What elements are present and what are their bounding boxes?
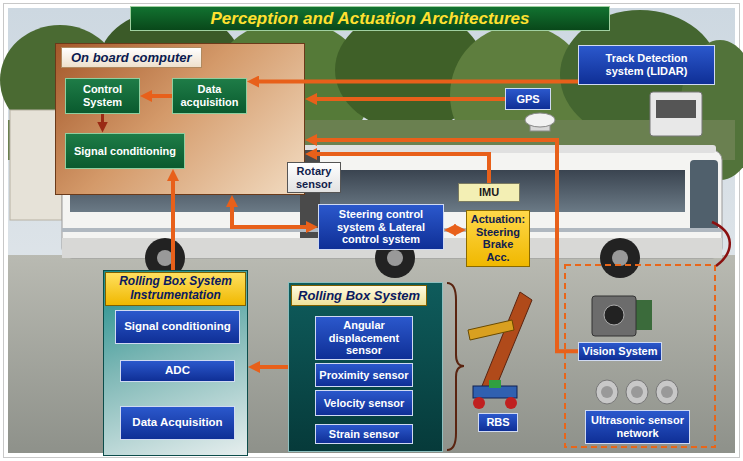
ultrasonic-sensor [626,380,648,404]
title-banner: Perception and Actuation Architectures [130,6,610,31]
box-label: Actuation: Steering Brake Acc. [470,213,526,264]
connector-arrow [171,175,175,270]
connector-arrow [450,228,460,232]
box-label: Track Detection system (LIDAR) [590,52,703,77]
rbs-label-box: RBS [478,413,518,432]
rbs-link [468,320,514,340]
box-label: Signal conditioning [74,145,176,158]
diagram-title: Perception and Actuation Architectures [211,9,530,29]
sensor-face [601,386,613,398]
connector-arrow [311,97,505,101]
connector-arrow [311,154,489,183]
conditioning-box: Signal conditioning [115,310,240,344]
box-label: Signal conditioning [124,320,231,333]
box-label: Proximity sensor [319,369,408,382]
panel-heading: Rolling Box System [291,285,427,306]
adc-box: ADC [120,360,235,382]
lidar-window [656,100,696,118]
sensor-box: Angular displacement sensor [315,316,413,360]
control-box: Control System [65,78,140,114]
box-label: Strain sensor [329,428,399,441]
rbs-wheel [473,397,485,409]
box-label: Angular displacement sensor [319,319,409,357]
gps-box: GPS [505,88,551,110]
box-label: ADC [165,364,190,377]
antenna-dome [525,113,555,127]
sensor-box: Strain sensor [315,424,413,444]
camera-body [592,296,636,336]
box-label: Data Acquisition [132,416,222,429]
lidar-box: Track Detection system (LIDAR) [578,45,715,85]
connector-arrow [232,201,312,227]
box-label: Velocity sensor [324,397,405,410]
grouping-brace [447,283,464,450]
box-label: Control System [69,83,136,108]
instrumentation-panel: Rolling Box System InstrumentationSignal… [103,270,248,456]
camera [592,296,652,336]
dashed-group-outline [565,265,715,447]
conditioning-box: Signal conditioning [65,133,185,169]
rbs-wheel [505,397,517,409]
rolling-box-drawing [468,292,532,409]
lidar-housing [650,92,702,136]
sensor-network-box: Ultrasonic sensor network [585,410,690,444]
ultrasonic-sensors [596,380,678,404]
ultrasonic-sensor [596,380,618,404]
bus-wheel [600,238,640,278]
ultrasonic-sensor [656,380,678,404]
computer-panel: On board computerControl System Data acqu… [55,43,305,195]
wheel-hub [612,250,628,266]
control-system-box: Steering control system & Lateral contro… [318,204,444,250]
actuation-box: Actuation: Steering Brake Acc. [466,210,530,267]
connector-arrow [146,94,172,98]
panel-heading: On board computer [61,47,202,68]
box-label: Rotary sensor [291,165,337,190]
connector-arrow [311,140,578,351]
sensor-box: Velocity sensor [315,390,413,416]
camera-lens [604,305,624,325]
box-label: Vision System [583,345,658,358]
wheel-hub [157,250,173,266]
box-label: GPS [516,93,539,106]
imu-box: IMU [458,183,520,202]
lidar-device [650,92,702,136]
pointer-curve [712,222,730,266]
sensor-face [661,386,673,398]
box-label: RBS [486,416,509,429]
rbs-arm [482,292,532,392]
connector-arrow [101,114,104,127]
rbs-block [489,380,501,388]
wheel-hub [387,250,403,266]
box-label: Steering control system & Lateral contro… [322,208,440,246]
acquisition-box: Data acquisition [172,78,247,114]
picture-frame [4,4,740,458]
connector-arrow [254,365,288,369]
vision-box: Vision System [578,342,662,361]
connector-arrow [253,80,578,84]
box-label: Data acquisition [176,83,243,108]
sensor-box: Proximity sensor [315,363,413,387]
box-label: Ultrasonic sensor network [589,414,686,439]
box-label: IMU [479,186,499,199]
sensor-box: Rotary sensor [287,162,341,193]
rolling-box-panel: Rolling Box SystemAngular displacement s… [288,282,443,452]
panel-heading: Rolling Box System Instrumentation [105,272,246,306]
gps-antenna [525,113,555,131]
sensor-face [631,386,643,398]
bus-windshield [690,160,718,232]
acquisition-box: Data Acquisition [120,406,235,440]
